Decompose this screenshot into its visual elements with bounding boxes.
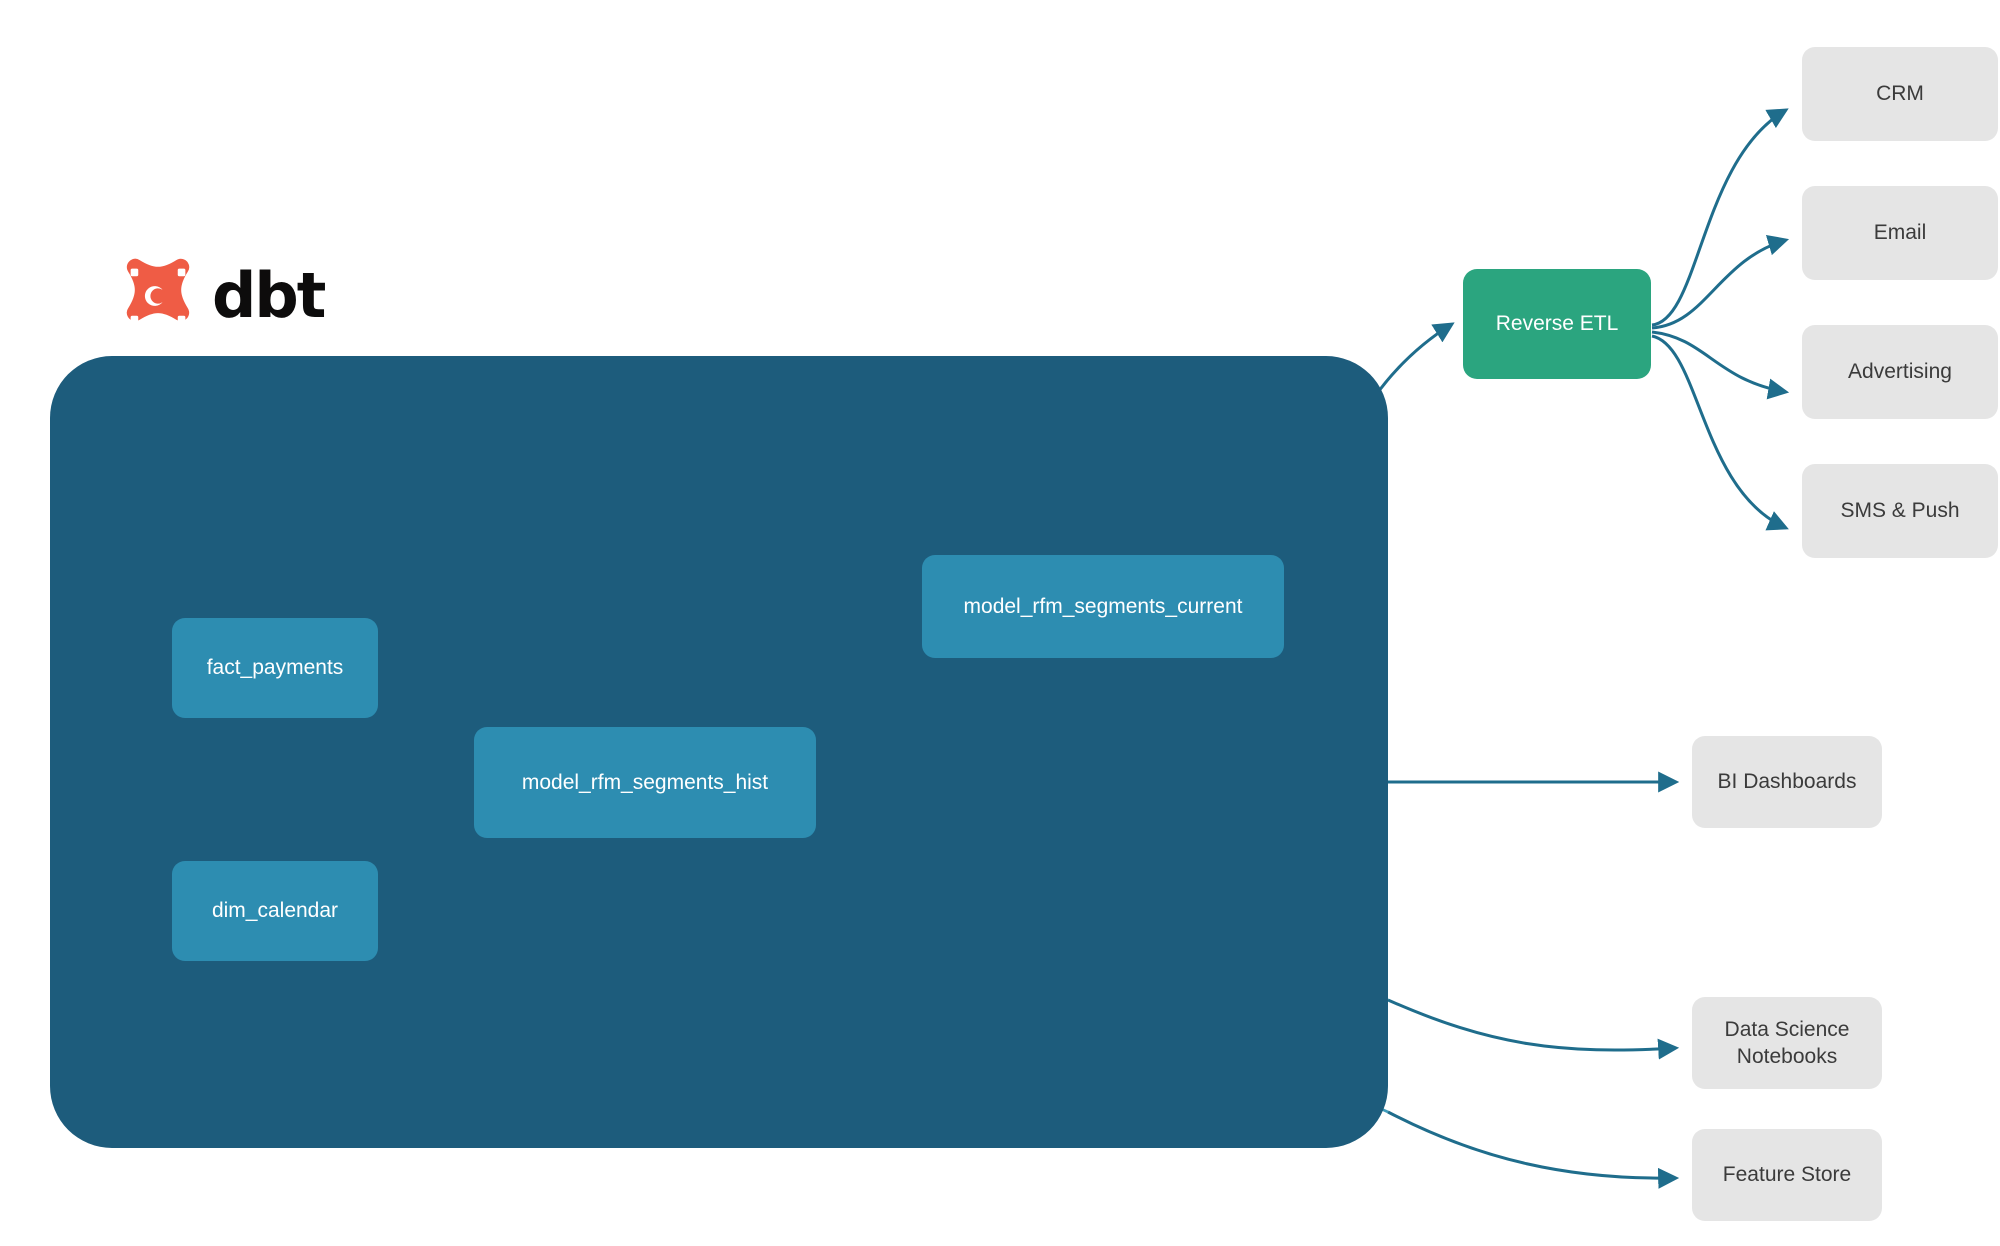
node-label: Email — [1873, 221, 1927, 245]
node-feature-store[interactable]: Feature Store — [1692, 1129, 1882, 1221]
node-dim-calendar[interactable]: dim_calendar — [172, 861, 378, 961]
edge-hist-to-data-science-notebooks — [1387, 998, 1680, 1060]
node-label: CRM — [1876, 82, 1924, 106]
node-label: Feature Store — [1722, 1163, 1852, 1187]
dbt-wordmark: dbt — [212, 259, 326, 332]
node-label-line-1: Data Science — [1724, 1017, 1850, 1041]
node-label: dim_calendar — [211, 899, 339, 922]
edge-hist-to-feature-store — [1387, 1110, 1680, 1189]
edge-reverse-etl-to-advertising — [1651, 330, 1790, 400]
node-model-rfm-segments-hist[interactable]: model_rfm_segments_hist — [474, 727, 816, 838]
node-label: model_rfm_segments_hist — [521, 770, 769, 794]
node-data-science-notebooks[interactable]: Data Science Notebooks — [1692, 997, 1882, 1089]
node-label: fact_payments — [206, 656, 344, 679]
dbt-logo-icon — [126, 258, 190, 324]
node-reverse-etl[interactable]: Reverse ETL — [1463, 269, 1651, 379]
node-label: SMS & Push — [1840, 499, 1960, 523]
edge-reverse-etl-to-sms-push — [1651, 334, 1789, 531]
node-email[interactable]: Email — [1802, 186, 1998, 280]
node-label-multiline: Data Science Notebooks — [1725, 1016, 1850, 1071]
node-crm[interactable]: CRM — [1802, 47, 1998, 141]
node-advertising[interactable]: Advertising — [1802, 325, 1998, 419]
node-label: BI Dashboards — [1717, 770, 1857, 794]
node-fact-payments[interactable]: fact_payments — [172, 618, 378, 718]
node-label: Reverse ETL — [1495, 312, 1619, 335]
node-bi-dashboards[interactable]: BI Dashboards — [1692, 736, 1882, 828]
node-sms-push[interactable]: SMS & Push — [1802, 464, 1998, 558]
node-model-rfm-segments-current[interactable]: model_rfm_segments_current — [922, 555, 1284, 658]
dbt-brand: dbt — [120, 258, 326, 334]
node-label: Advertising — [1848, 360, 1952, 384]
node-label-line-2: Notebooks — [1736, 1045, 1838, 1068]
edge-reverse-etl-to-crm — [1651, 108, 1789, 327]
node-label: model_rfm_segments_current — [963, 594, 1243, 618]
edge-reverse-etl-to-email — [1651, 234, 1790, 330]
